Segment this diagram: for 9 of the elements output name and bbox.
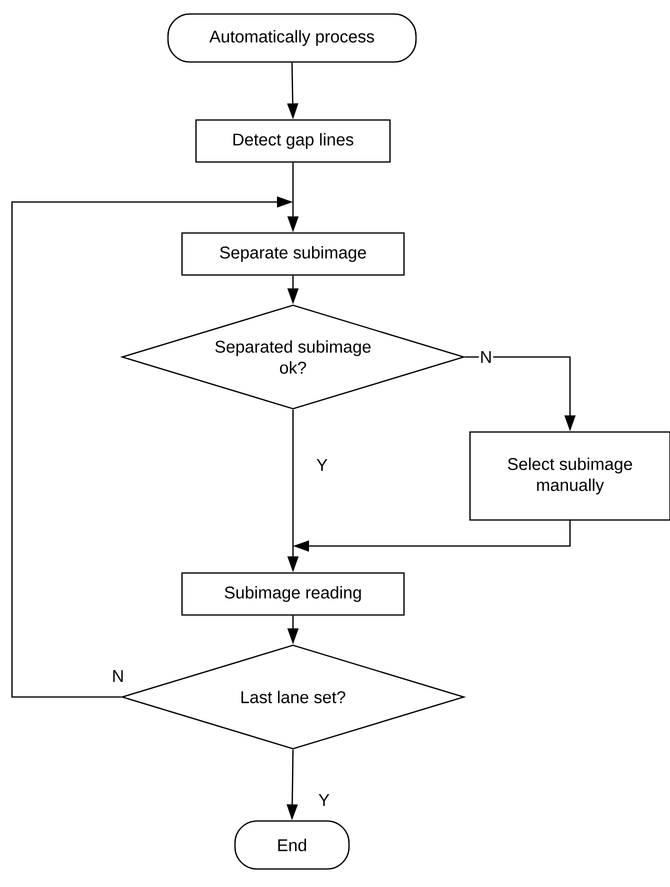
process-box: Subimage reading xyxy=(181,572,405,616)
edge-label: Y xyxy=(315,458,329,472)
terminal-box: Automatically process xyxy=(167,13,417,63)
edge-label: Y xyxy=(317,793,331,807)
process-box: Select subimage manually xyxy=(469,431,670,521)
process-box: Separate subimage xyxy=(181,232,405,276)
process-box: Detect gap lines xyxy=(195,119,391,163)
edge-label: N xyxy=(478,350,494,364)
terminal-box: End xyxy=(234,820,350,870)
